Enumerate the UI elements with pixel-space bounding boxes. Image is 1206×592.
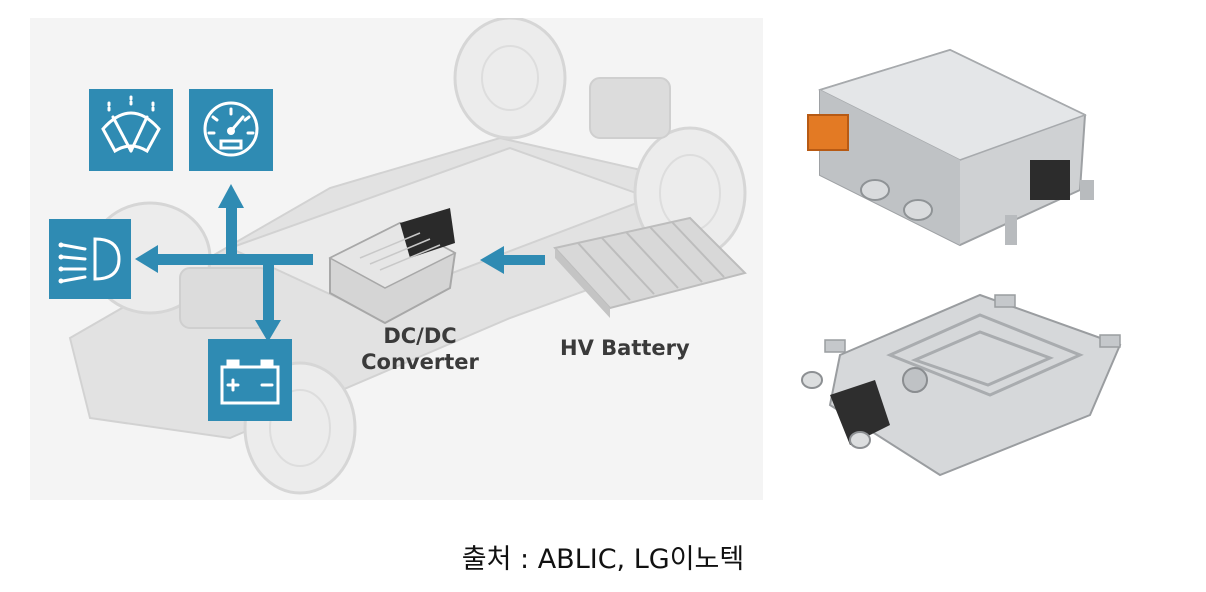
- battery-12v-icon: [208, 339, 292, 421]
- ev-platform-diagram: DC/DC Converter HV Battery: [30, 18, 763, 500]
- converter-product-photo-top: [800, 40, 1110, 255]
- source-caption: 출처 : ABLIC, LG이노텍: [461, 544, 745, 575]
- wiper-icon: [89, 89, 173, 171]
- speedometer-icon: [189, 89, 273, 171]
- hv-battery-pack: [553, 216, 747, 318]
- headlight-icon: [49, 219, 131, 299]
- converter-label-line1: DC/DC: [383, 324, 457, 348]
- dc-dc-converter-module: [328, 208, 457, 325]
- converter-product-photo-bottom: [800, 285, 1130, 480]
- battery-label: HV Battery: [560, 336, 690, 360]
- power-flow-arrows: [135, 184, 545, 342]
- converter-label-line2: Converter: [361, 350, 479, 374]
